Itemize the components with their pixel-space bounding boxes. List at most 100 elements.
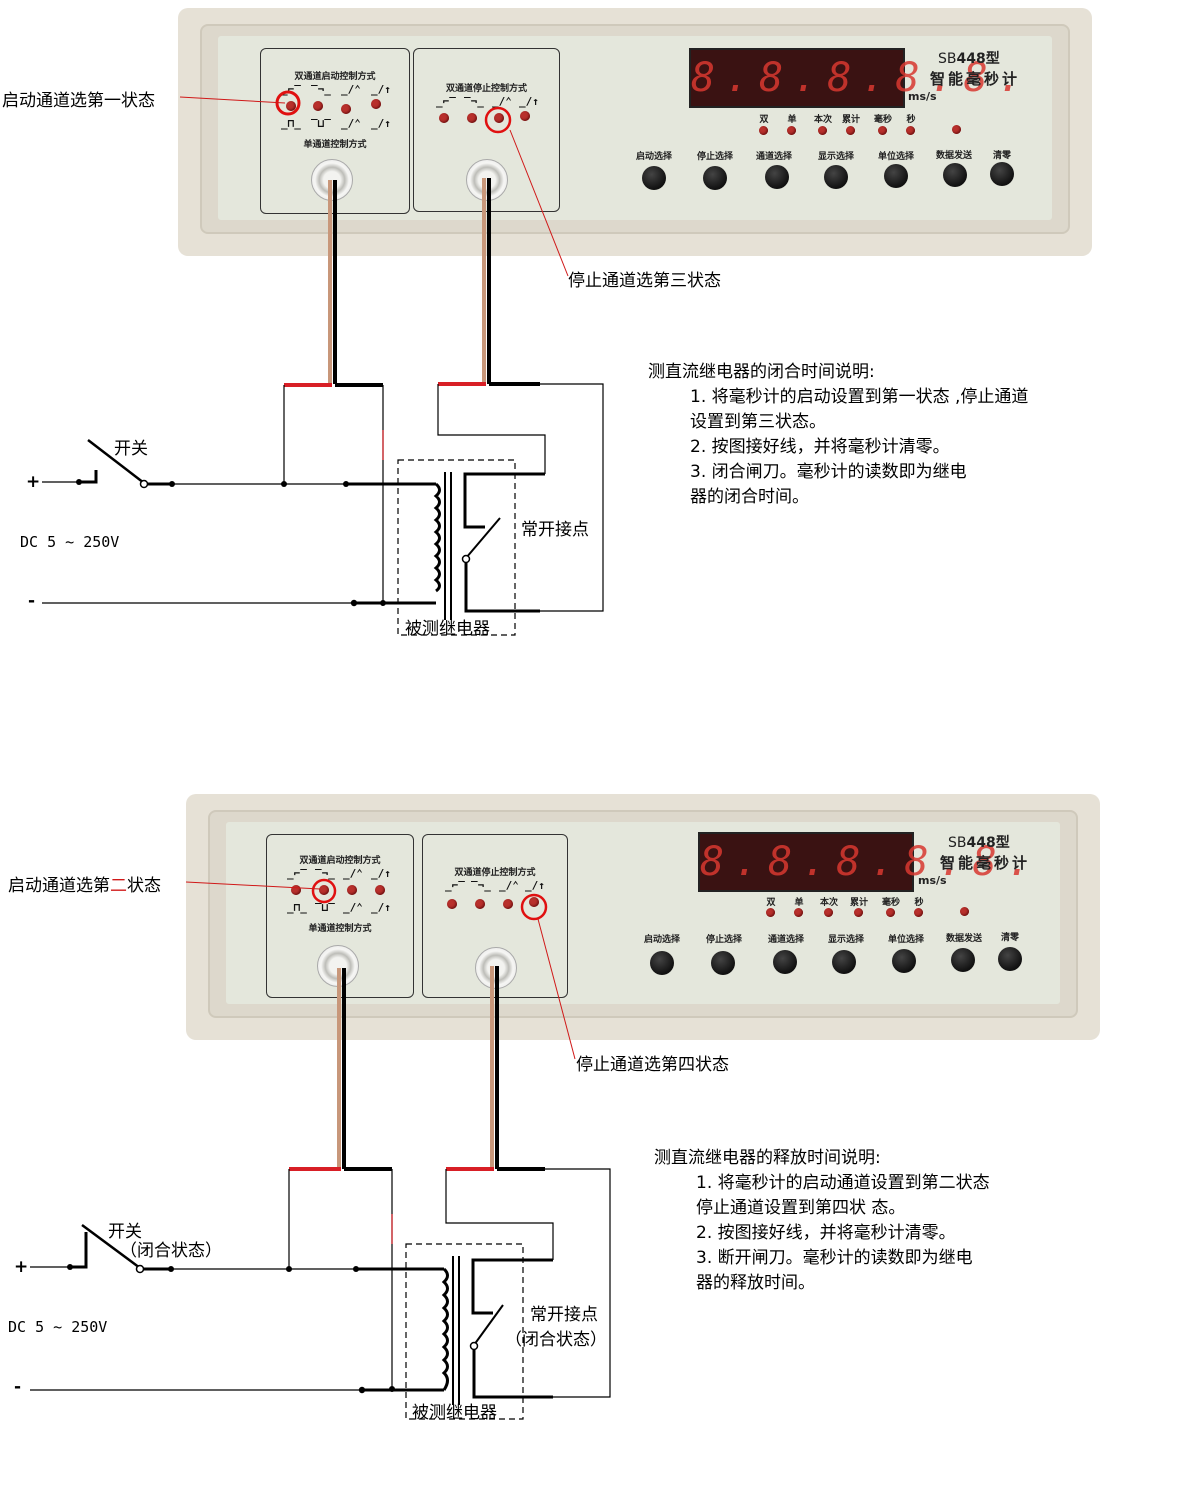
wave-rising-delay-icon: _/⌃ [343, 901, 363, 914]
switch-fixed [70, 1232, 88, 1269]
stop-led-highlight [520, 893, 548, 921]
note-line: 停止通道设置到第四状 态。 [696, 1198, 906, 1218]
stop-channel-callout: 停止通道选第三状态 [568, 271, 721, 291]
data-send-button[interactable] [951, 948, 975, 972]
indicator-label: 秒 [914, 898, 924, 908]
clear-button[interactable] [998, 947, 1022, 971]
channel-select-button[interactable] [765, 165, 789, 189]
single-channel-title: 单通道控制方式 [308, 924, 372, 934]
button-label: 数据发送 [935, 151, 972, 161]
wave-rising-delay-icon: _/⌃ [341, 83, 361, 96]
relay-box [397, 459, 516, 636]
wave-rising-delay-icon: _/⌃ [343, 867, 363, 880]
start-led-2[interactable] [319, 885, 329, 895]
note-line: 1. 将毫秒计的启动通道设置到第二状态 [696, 1173, 990, 1193]
indicator-led [846, 126, 855, 135]
start-led-4[interactable] [375, 885, 385, 895]
note-line: 3. 闭合闸刀。毫秒计的读数即为继电 [690, 462, 967, 482]
indicator-led [914, 908, 923, 917]
model-label: SB448型 [938, 48, 1000, 68]
display-select-button[interactable] [824, 165, 848, 189]
data-send-button[interactable] [943, 163, 967, 187]
indicator-label: 单 [787, 115, 797, 125]
switch-blade [87, 439, 145, 484]
start-led-3[interactable] [347, 885, 357, 895]
start-led-4[interactable] [371, 99, 381, 109]
release-time-instructions: 测直流继电器的释放时间说明: 1. 将毫秒计的启动通道设置到第二状态 停止通道设… [654, 1146, 990, 1296]
indicator-led [759, 126, 768, 135]
stop-led-1[interactable] [447, 899, 457, 909]
stop-panel-title: 双通道停止控制方式 [454, 868, 536, 878]
note-line: 3. 断开闸刀。毫秒计的读数即为继电 [696, 1248, 973, 1268]
button-label: 单位选择 [887, 935, 924, 945]
note-title: 测直流继电器的释放时间说明: [654, 1148, 881, 1168]
start-led-1[interactable] [286, 101, 296, 111]
wave-rising-delay-icon: _/⌃ [341, 117, 361, 130]
wave-rising-up-icon: _/↑ [525, 879, 545, 892]
stop-led-4[interactable] [529, 897, 539, 907]
stop-led-2[interactable] [467, 113, 477, 123]
indicator-led [952, 125, 961, 134]
display-select-button[interactable] [832, 950, 856, 974]
channel-select-button[interactable] [773, 950, 797, 974]
model-prefix: SB [938, 51, 957, 67]
contact-state: （闭合状态） [505, 1330, 607, 1350]
indicator-label: 单 [794, 898, 804, 908]
indicator-led [854, 908, 863, 917]
button-label: 数据发送 [945, 934, 982, 944]
wire [445, 1169, 554, 1260]
stop-panel-title: 双通道停止控制方式 [445, 84, 527, 94]
stop-channel-callout: 停止通道选第四状态 [576, 1055, 729, 1075]
indicator-label: 本次 [813, 115, 832, 125]
start-control-panel: 双通道启动控制方式 _⌐‾ ‾¬_ _/⌃ _/↑ _⊓_ ‾⊔‾ _/⌃ _/… [266, 834, 414, 998]
indicator-led [960, 907, 969, 916]
start-led-2[interactable] [313, 101, 323, 111]
relay-contact-bottom [472, 1349, 553, 1399]
wave-pulse-icon: _⊓_ [281, 117, 301, 130]
button-label: 单位选择 [877, 152, 914, 162]
wave-pulse-icon: _⊓_ [287, 901, 307, 914]
wave-rising-up-icon: _/↑ [371, 117, 391, 130]
unit-select-button[interactable] [892, 949, 916, 973]
minus-terminal: - [28, 591, 36, 611]
junction-nodes [67, 1264, 395, 1394]
button-label: 启动选择 [643, 935, 680, 945]
indicator-label: 毫秒 [881, 898, 900, 908]
note-line: 器的释放时间。 [696, 1273, 815, 1293]
start-led-1[interactable] [291, 885, 301, 895]
indicator-led [766, 908, 775, 917]
indicator-label: 毫秒 [873, 115, 892, 125]
wave-falling-icon: ‾¬_ [311, 83, 331, 96]
button-label: 显示选择 [827, 935, 864, 945]
wave-neg-pulse-icon: ‾⊔‾ [311, 117, 331, 130]
start-select-button[interactable] [650, 951, 674, 975]
button-label: 停止选择 [696, 152, 733, 162]
clear-button[interactable] [990, 162, 1014, 186]
start-select-button[interactable] [642, 166, 666, 190]
minus-terminal: - [14, 1377, 22, 1397]
stop-select-button[interactable] [711, 951, 735, 975]
indicator-led [824, 908, 833, 917]
stop-led-1[interactable] [439, 113, 449, 123]
callout-highlight: 二 [110, 876, 127, 896]
wave-rising-up-icon: _/↑ [519, 95, 539, 108]
unit-select-button[interactable] [884, 164, 908, 188]
switch-blade [81, 1223, 141, 1270]
stop-led-2[interactable] [475, 899, 485, 909]
relay-contact-top [471, 1258, 553, 1315]
callout-part: 状态 [127, 876, 161, 896]
wave-rising-delay-icon: _/⌃ [492, 95, 512, 108]
device-name: 智能毫秒计 [930, 70, 1021, 88]
start-led-3[interactable] [341, 104, 351, 114]
contact-label: 常开接点 [530, 1305, 598, 1325]
note-line: 2. 按图接好线，并将毫秒计清零。 [690, 437, 950, 457]
stop-led-3[interactable] [503, 899, 513, 909]
stop-led-3[interactable] [494, 113, 504, 123]
stop-led-4[interactable] [520, 111, 530, 121]
wave-falling-icon: ‾¬_ [464, 95, 484, 108]
note-line: 设置到第三状态。 [690, 412, 826, 432]
start-channel-callout: 启动通道选第二状态 [8, 871, 161, 896]
stop-select-button[interactable] [703, 166, 727, 190]
indicator-led [878, 126, 887, 135]
wave-falling-icon: ‾¬_ [315, 867, 335, 880]
